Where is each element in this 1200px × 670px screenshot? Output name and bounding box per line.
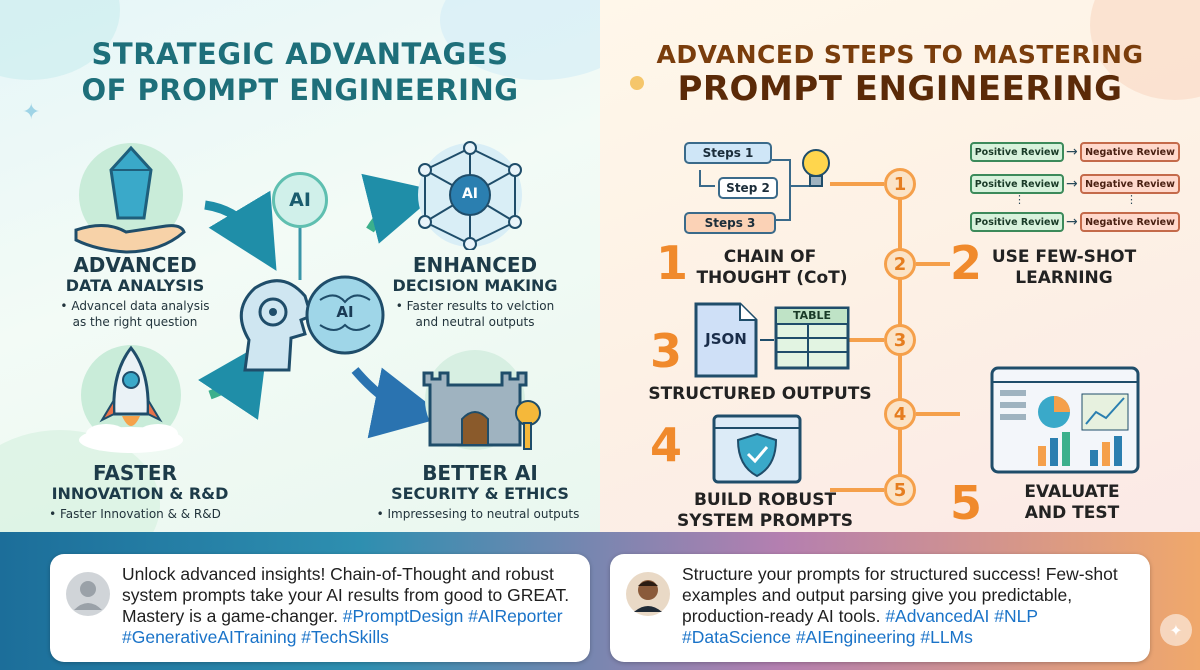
dashboard-icon <box>990 366 1140 474</box>
post-text-1: Unlock advanced insights! Chain-of-Thoug… <box>122 564 582 648</box>
hashtags[interactable]: #AdvancedAI #NLP <box>885 606 1039 626</box>
lightbulb-icon <box>802 149 830 187</box>
connector-arrows <box>198 173 446 439</box>
bottom-banner: Unlock advanced insights! Chain-of-Thoug… <box>0 532 1200 670</box>
step2-heading-2: LEARNING <box>1015 268 1113 288</box>
json-table-icon <box>694 302 850 378</box>
head-brain-icon <box>239 275 385 372</box>
network-icon <box>418 141 522 250</box>
enhanced-heading: ENHANCED <box>412 253 538 277</box>
brain-label: AI <box>336 303 354 321</box>
advanced-desc-1: • Advancel data analysis <box>60 299 210 313</box>
better-subheading: SECURITY & ETHICS <box>391 484 569 503</box>
positive-review-box: Positive Review <box>970 142 1064 162</box>
arrow-icon: → <box>1066 214 1078 230</box>
step4-heading-2: SYSTEM PROMPTS <box>676 511 854 531</box>
post-line-text: Mastery is a game-changer. <box>122 606 343 626</box>
step1-heading-1: CHAIN OF <box>723 247 817 267</box>
negative-review-box: Negative Review <box>1080 174 1180 194</box>
cot-step-box-3: Steps 3 <box>684 212 776 234</box>
cot-step-box-1: Steps 1 <box>684 142 772 164</box>
hashtags[interactable]: #PromptDesign #AIReporter <box>342 606 563 626</box>
sparkle-icon: ✦ <box>22 100 41 125</box>
arrow-icon: → <box>1066 176 1078 192</box>
step5-number: 5 <box>950 476 983 530</box>
sparkle-icon: ✦ <box>1160 614 1192 646</box>
cot-step-box-2: Step 2 <box>718 177 778 199</box>
ellipsis-icon: ⋮ <box>1126 193 1137 206</box>
post-line: Unlock advanced insights! Chain-of-Thoug… <box>122 564 554 584</box>
post-line: Structure your prompts for structured su… <box>682 564 1118 584</box>
step5-heading-1: EVALUATE <box>1024 482 1120 502</box>
better-desc: • Impressesing to neutral outputs <box>376 507 580 521</box>
step5-heading-2: AND TEST <box>1024 503 1120 523</box>
right-title-line1: ADVANCED STEPS TO MASTERING <box>656 40 1144 69</box>
avatar-placeholder <box>66 572 110 616</box>
post-line: examples and output parsing give you pre… <box>682 585 1073 605</box>
left-title-line1: STRATEGIC ADVANTAGES <box>91 37 509 71</box>
hashtags[interactable]: #GenerativeAITraining #TechSkills <box>122 627 389 647</box>
better-heading: BETTER AI <box>422 461 538 485</box>
positive-review-box: Positive Review <box>970 212 1064 232</box>
enhanced-desc-2: and neutral outputs <box>415 315 535 329</box>
post-card-2[interactable]: Structure your prompts for structured su… <box>610 554 1150 662</box>
positive-review-box: Positive Review <box>970 174 1064 194</box>
gem-hand-icon <box>74 143 186 254</box>
enhanced-desc-1: • Faster results to velction <box>395 299 555 313</box>
left-title-line2: OF PROMPT ENGINEERING <box>81 73 519 107</box>
post-card-1[interactable]: Unlock advanced insights! Chain-of-Thoug… <box>50 554 590 662</box>
step1-heading-2: THOUGHT (CoT) <box>696 268 848 288</box>
step4-number: 4 <box>650 418 683 472</box>
left-panel: STRATEGIC ADVANTAGES OF PROMPT ENGINEERI… <box>0 0 600 540</box>
post-line: system prompts take your AI results from… <box>122 585 570 605</box>
post-line: production-ready AI tools. #AdvancedAI #… <box>682 606 1142 627</box>
advanced-subheading: DATA ANALYSIS <box>65 276 205 295</box>
network-label: AI <box>461 186 479 202</box>
step3-number: 3 <box>650 324 683 378</box>
ai-badge: AI <box>272 172 328 228</box>
step-node-3: 3 <box>884 324 916 356</box>
step-node-2: 2 <box>884 248 916 280</box>
right-panel: ADVANCED STEPS TO MASTERING PROMPT ENGIN… <box>600 0 1200 540</box>
step-node-4: 4 <box>884 398 916 430</box>
arrow-icon: → <box>1066 144 1078 160</box>
negative-review-box: Negative Review <box>1080 142 1180 162</box>
hashtags[interactable]: #DataScience #AIEngineering #LLMs <box>682 627 973 647</box>
post-text-2: Structure your prompts for structured su… <box>682 564 1142 648</box>
post-line-text: production-ready AI tools. <box>682 606 886 626</box>
enhanced-subheading: DECISION MAKING <box>392 276 558 295</box>
castle-key-icon <box>422 350 541 450</box>
step1-number: 1 <box>656 236 689 290</box>
faster-subheading: INNOVATION & R&D <box>51 484 229 503</box>
rocket-icon <box>79 345 183 453</box>
step2-number: 2 <box>950 236 983 290</box>
avatar <box>626 572 670 616</box>
shield-window-icon <box>712 414 802 484</box>
step-node-5: 5 <box>884 474 916 506</box>
step2-heading-1: USE FEW-SHOT <box>991 247 1137 267</box>
post-line: Mastery is a game-changer. #PromptDesign… <box>122 606 582 627</box>
faster-heading: FASTER <box>93 461 177 485</box>
advanced-desc-2: as the right question <box>72 315 198 329</box>
table-label: TABLE <box>792 309 832 322</box>
right-title-line2: PROMPT ENGINEERING <box>677 69 1123 109</box>
ellipsis-icon: ⋮ <box>1014 193 1025 206</box>
json-label: JSON <box>705 330 747 348</box>
step3-heading: STRUCTURED OUTPUTS <box>648 384 872 404</box>
step4-heading-1: BUILD ROBUST <box>693 490 837 510</box>
step-node-1: 1 <box>884 168 916 200</box>
decor-dot <box>630 76 644 90</box>
advanced-heading: ADVANCED <box>73 253 197 277</box>
faster-desc: • Faster Innovation & & R&D <box>49 507 221 521</box>
negative-review-box: Negative Review <box>1080 212 1180 232</box>
